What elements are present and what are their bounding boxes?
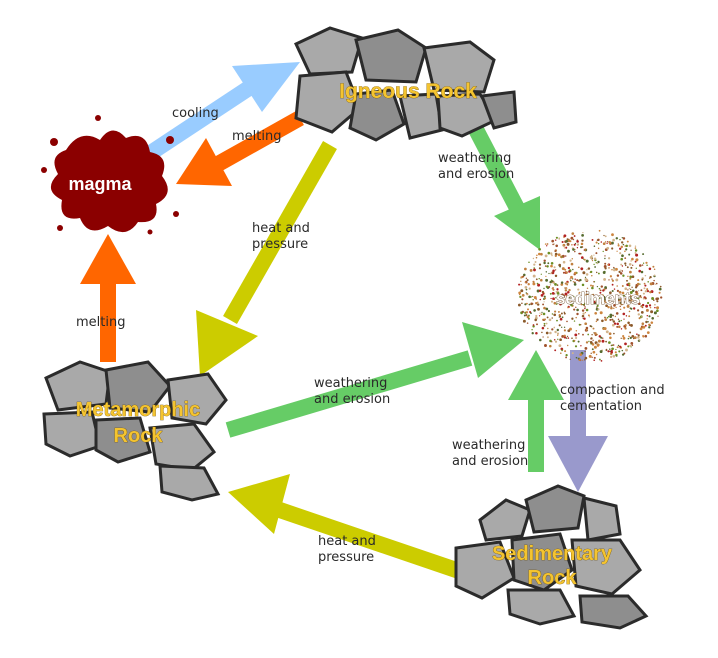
heat-pressure-label-igneous-line1: heat and [252,221,310,236]
cooling-label: cooling [172,106,219,121]
igneous-rock-pile [294,26,518,142]
sediments-label: sediments [556,289,640,308]
weathering-arrow-sedimentary [508,350,564,472]
melting-label-igneous: melting [232,129,281,144]
weathering-label-metamorphic-line2: and erosion [314,392,390,407]
melting-label-metamorphic: melting [76,315,125,330]
weathering-label-sedimentary-line2: and erosion [452,454,528,469]
compaction-label-line1: compaction and [560,383,665,398]
sedimentary-rock-label-line1: Sedimentary [492,543,613,565]
heat-pressure-label-sedimentary-line1: heat and [318,534,376,549]
magma-label: magma [68,174,132,194]
weathering-arrow-igneous [462,114,540,250]
igneous-rock-label: Igneous Rock [339,80,477,103]
weathering-label-igneous-line1: weathering [438,151,511,166]
melting-arrow-igneous [176,111,304,186]
heat-pressure-arrow-igneous [196,141,337,376]
compaction-arrow [548,350,608,492]
magma-splat [41,115,179,235]
melting-arrow-metamorphic [80,234,136,362]
weathering-label-sedimentary-line1: weathering [452,438,525,453]
metamorphic-rock-label-line1: Metamorphic [76,399,200,421]
weathering-label-metamorphic-line1: weathering [314,376,387,391]
metamorphic-rock-label-line2: Rock [114,425,164,447]
sedimentary-rock-label-line2: Rock [528,567,578,589]
cooling-arrow [135,62,300,167]
sedimentary-rock-pile [454,484,649,630]
heat-pressure-label-igneous-line2: pressure [252,237,308,252]
heat-pressure-arrow-sedimentary [228,474,465,580]
metamorphic-rock-pile [42,360,228,502]
sediments-cloud [517,229,663,362]
compaction-label-line2: cementation [560,399,642,414]
weathering-arrow-metamorphic [225,322,524,438]
weathering-label-igneous-line2: and erosion [438,167,514,182]
heat-pressure-label-sedimentary-line2: pressure [318,550,374,565]
